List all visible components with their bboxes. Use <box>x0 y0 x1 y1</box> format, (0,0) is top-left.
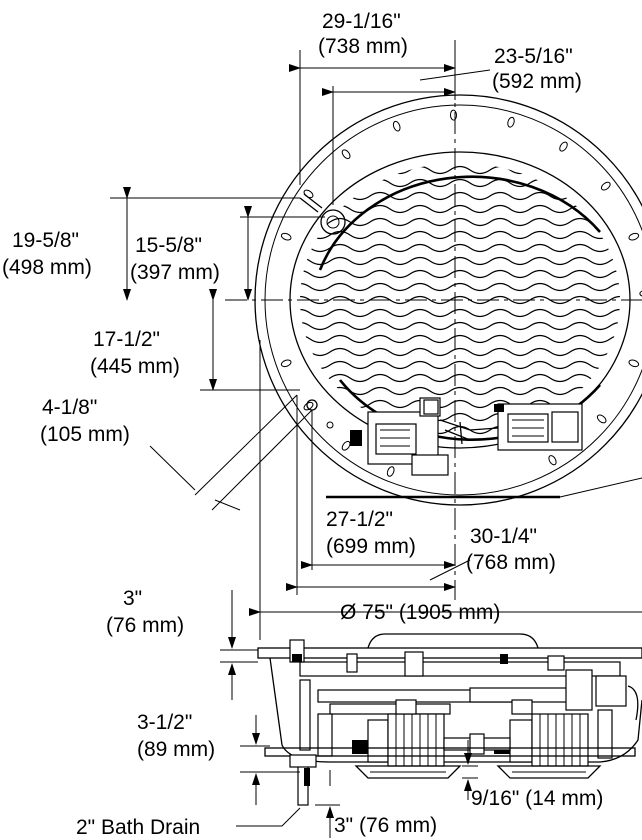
water-wave <box>300 282 620 292</box>
bath-drain-fitting <box>289 754 317 768</box>
label-foot-gap: 9/16" (14 mm) <box>471 787 603 810</box>
leader-bath-drain <box>236 807 301 827</box>
water-wave <box>300 412 620 422</box>
diagonal-extension-a <box>194 394 298 496</box>
plumbing-assembly <box>289 639 639 751</box>
jet-nozzle <box>280 359 292 368</box>
base-rail <box>264 747 636 757</box>
tub-basin-heavy-edge <box>318 175 601 271</box>
label-diameter: Ø 75" (1905 mm) <box>340 601 500 624</box>
dimension-labels: 29-1/16" (738 mm) 23-5/16" (592 mm) 19-5… <box>2 10 603 839</box>
label-drain-offset-imperial: 4-1/8" <box>42 396 97 419</box>
jet-nozzle <box>628 232 640 241</box>
overflow-fitting-inner <box>326 215 340 229</box>
label-width-inner-metric: (592 mm) <box>492 70 582 93</box>
jet-nozzle <box>507 116 515 128</box>
label-inner-height-imperial: 15-5/8" <box>135 234 202 257</box>
support-foot-right <box>496 765 602 779</box>
water-wave <box>300 360 620 370</box>
jet-nozzle <box>600 181 611 191</box>
small-port <box>326 421 334 429</box>
plan-piping <box>439 419 499 445</box>
water-wave <box>300 256 620 266</box>
jet-nozzle <box>341 440 351 451</box>
label-lower-outer-imperial: 30-1/4" <box>470 525 537 548</box>
label-base-height-metric: (89 mm) <box>137 738 215 761</box>
right-riser <box>597 709 613 759</box>
label-base-height-imperial: 3-1/2" <box>137 711 192 734</box>
jet-nozzle <box>596 414 607 424</box>
jet-nozzle <box>449 109 458 121</box>
pump-left-side <box>352 699 445 767</box>
label-bath-drain: 2" Bath Drain <box>76 816 200 839</box>
leader-30-1-4 <box>429 559 471 581</box>
label-width-inner-imperial: 23-5/16" <box>494 45 573 68</box>
pump-left-plan <box>350 397 449 476</box>
water-wave <box>300 230 620 240</box>
jet-nozzle <box>341 149 351 160</box>
leader-23-5-16 <box>419 69 491 81</box>
water-wave <box>300 243 620 253</box>
label-width-overall-metric: (738 mm) <box>318 35 408 58</box>
water-wave <box>300 334 620 344</box>
plan-valve <box>423 399 439 415</box>
overflow-lever <box>299 193 323 213</box>
support-foot-left <box>354 765 462 779</box>
left-riser <box>317 713 333 757</box>
water-wave <box>300 321 620 331</box>
tub-rim-side <box>257 647 642 659</box>
tub-top-bump <box>367 633 539 649</box>
pump-right-plan <box>494 403 583 451</box>
label-drain-offset-metric: (105 mm) <box>40 423 130 446</box>
jet-nozzle <box>386 466 395 477</box>
jet-nozzle <box>548 455 557 466</box>
leader-4-1-8 <box>149 445 196 491</box>
water-wave <box>300 204 620 214</box>
label-lower-inner-metric: (699 mm) <box>326 535 416 558</box>
water-wave <box>300 308 620 318</box>
overflow-fitting <box>320 209 346 235</box>
jet-nozzle <box>628 359 640 368</box>
label-outer-height-metric: (498 mm) <box>2 256 92 279</box>
jet-nozzle <box>559 141 568 152</box>
water-wave <box>300 217 620 227</box>
jet-nozzle <box>639 289 642 298</box>
jet-nozzle <box>392 120 401 132</box>
leader-lower-right <box>559 477 642 498</box>
water-wave <box>300 373 620 383</box>
label-inner-height-metric: (397 mm) <box>130 261 220 284</box>
water-wave <box>300 386 620 396</box>
label-center-offset-imperial: 17-1/2" <box>93 328 160 351</box>
water-wave <box>300 347 620 357</box>
water-wave <box>300 165 620 175</box>
water-wave <box>300 178 620 188</box>
label-center-offset-metric: (445 mm) <box>90 355 180 378</box>
label-width-overall-imperial: 29-1/16" <box>322 10 401 33</box>
rim-jets <box>280 109 642 477</box>
label-rim-height-metric: (76 mm) <box>106 614 184 637</box>
drain-marker <box>306 399 318 411</box>
pipe-valve <box>469 733 485 755</box>
label-lower-outer-metric: (768 mm) <box>466 551 556 574</box>
diagonal-extension-b <box>211 409 313 511</box>
water-wave <box>300 425 620 435</box>
side-view <box>220 590 642 838</box>
label-lower-inner-imperial: 27-1/2" <box>326 508 393 531</box>
label-rim-height-imperial: 3" <box>123 587 142 610</box>
jet-nozzle <box>280 232 292 241</box>
water-wave <box>300 269 620 279</box>
label-drain-height: 3" (76 mm) <box>334 814 437 837</box>
label-outer-height-imperial: 19-5/8" <box>12 229 79 252</box>
